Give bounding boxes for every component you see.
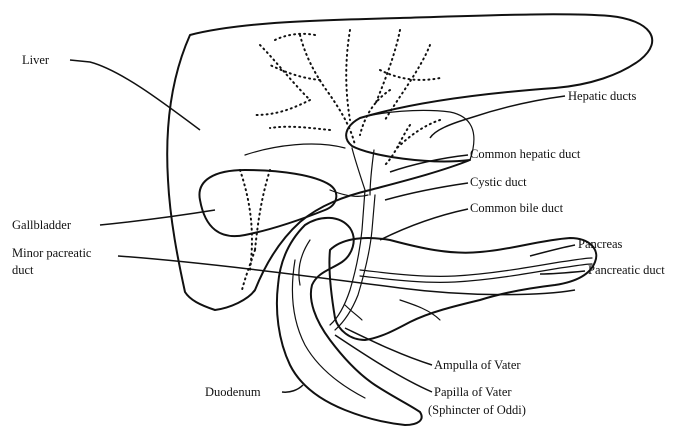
label-duodenum: Duodenum (205, 385, 261, 399)
label-pancreas: Pancreas (578, 237, 623, 251)
label-papilla-of-vater: Papilla of Vater (434, 385, 512, 399)
label-gallbladder: Gallbladder (12, 218, 72, 232)
labels: Liver Hepatic ducts Common hepatic duct … (12, 53, 665, 417)
pancreas-shape (329, 238, 596, 340)
duodenum-shape (277, 218, 422, 425)
label-liver: Liver (22, 53, 50, 67)
label-sphincter-of-oddi: (Sphincter of Oddi) (428, 403, 526, 417)
label-ampulla-of-vater: Ampulla of Vater (434, 358, 521, 372)
label-common-hepatic-duct: Common hepatic duct (470, 147, 581, 161)
label-cystic-duct: Cystic duct (470, 175, 527, 189)
leader-lines (70, 60, 585, 392)
label-minor-pancreatic-duct-line1: Minor pacreatic (12, 246, 92, 260)
label-pancreatic-duct: Pancreatic duct (588, 263, 665, 277)
label-hepatic-ducts: Hepatic ducts (568, 89, 637, 103)
label-common-bile-duct: Common bile duct (470, 201, 564, 215)
label-minor-pancreatic-duct-line2: duct (12, 263, 34, 277)
